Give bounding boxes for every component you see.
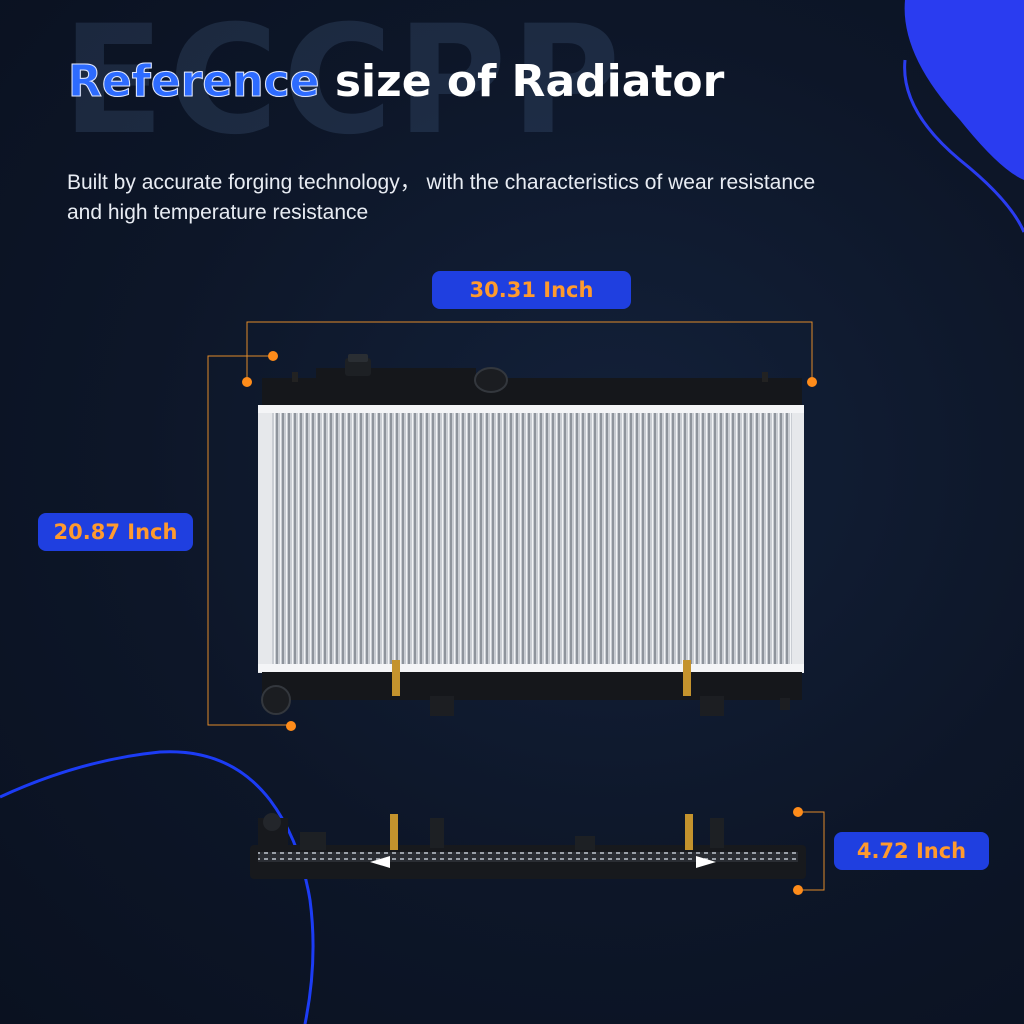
title-highlight: Reference [68,56,320,108]
depth-marker-bottom [793,885,803,895]
width-dimension-label: 30.31 Inch [432,271,631,309]
depth-dimension-label: 4.72 Inch [834,832,989,870]
height-dimension-label: 20.87 Inch [38,513,193,551]
height-marker-bottom [286,721,296,731]
page-subtitle: Built by accurate forging technology， wi… [67,171,816,224]
width-marker-right [807,377,817,387]
title-rest: size of Radiator [334,56,725,107]
width-dimension-line [246,321,813,382]
height-dimension-line [207,355,291,726]
depth-dimension-line [798,811,825,891]
radiator-side-view [250,813,806,879]
page-title: Reference size of Radiator [68,56,725,109]
height-marker-top [268,351,278,361]
width-marker-left [242,377,252,387]
depth-marker-top [793,807,803,817]
radiator-front-view [258,354,804,716]
brand-watermark: ECCPP [62,0,625,168]
